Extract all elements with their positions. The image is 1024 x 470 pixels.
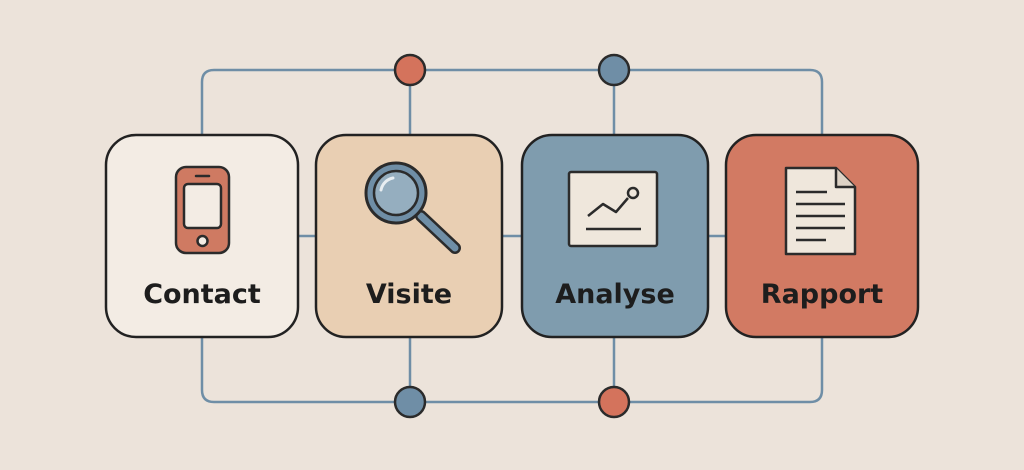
- bottom-node-orange: [597, 385, 631, 419]
- connector-lines: [200, 68, 824, 404]
- step-label-rapport: Rapport: [761, 279, 884, 310]
- top-connector-line: [200, 68, 824, 135]
- step-label-contact: Contact: [143, 279, 261, 310]
- bottom-connector-line: [200, 337, 824, 404]
- smartphone-icon: [174, 165, 231, 255]
- bottom-node-blue: [393, 385, 427, 419]
- step-box-visite: [314, 133, 504, 339]
- step-label-analyse: Analyse: [555, 279, 675, 310]
- magnifying-glass-icon: [364, 161, 461, 254]
- top-node-blue: [597, 53, 631, 87]
- top-node-orange: [393, 53, 427, 87]
- step-label-visite: Visite: [366, 279, 452, 310]
- junction-nodes: [393, 53, 631, 419]
- document-icon: [784, 166, 857, 256]
- line-chart-icon: [567, 170, 659, 248]
